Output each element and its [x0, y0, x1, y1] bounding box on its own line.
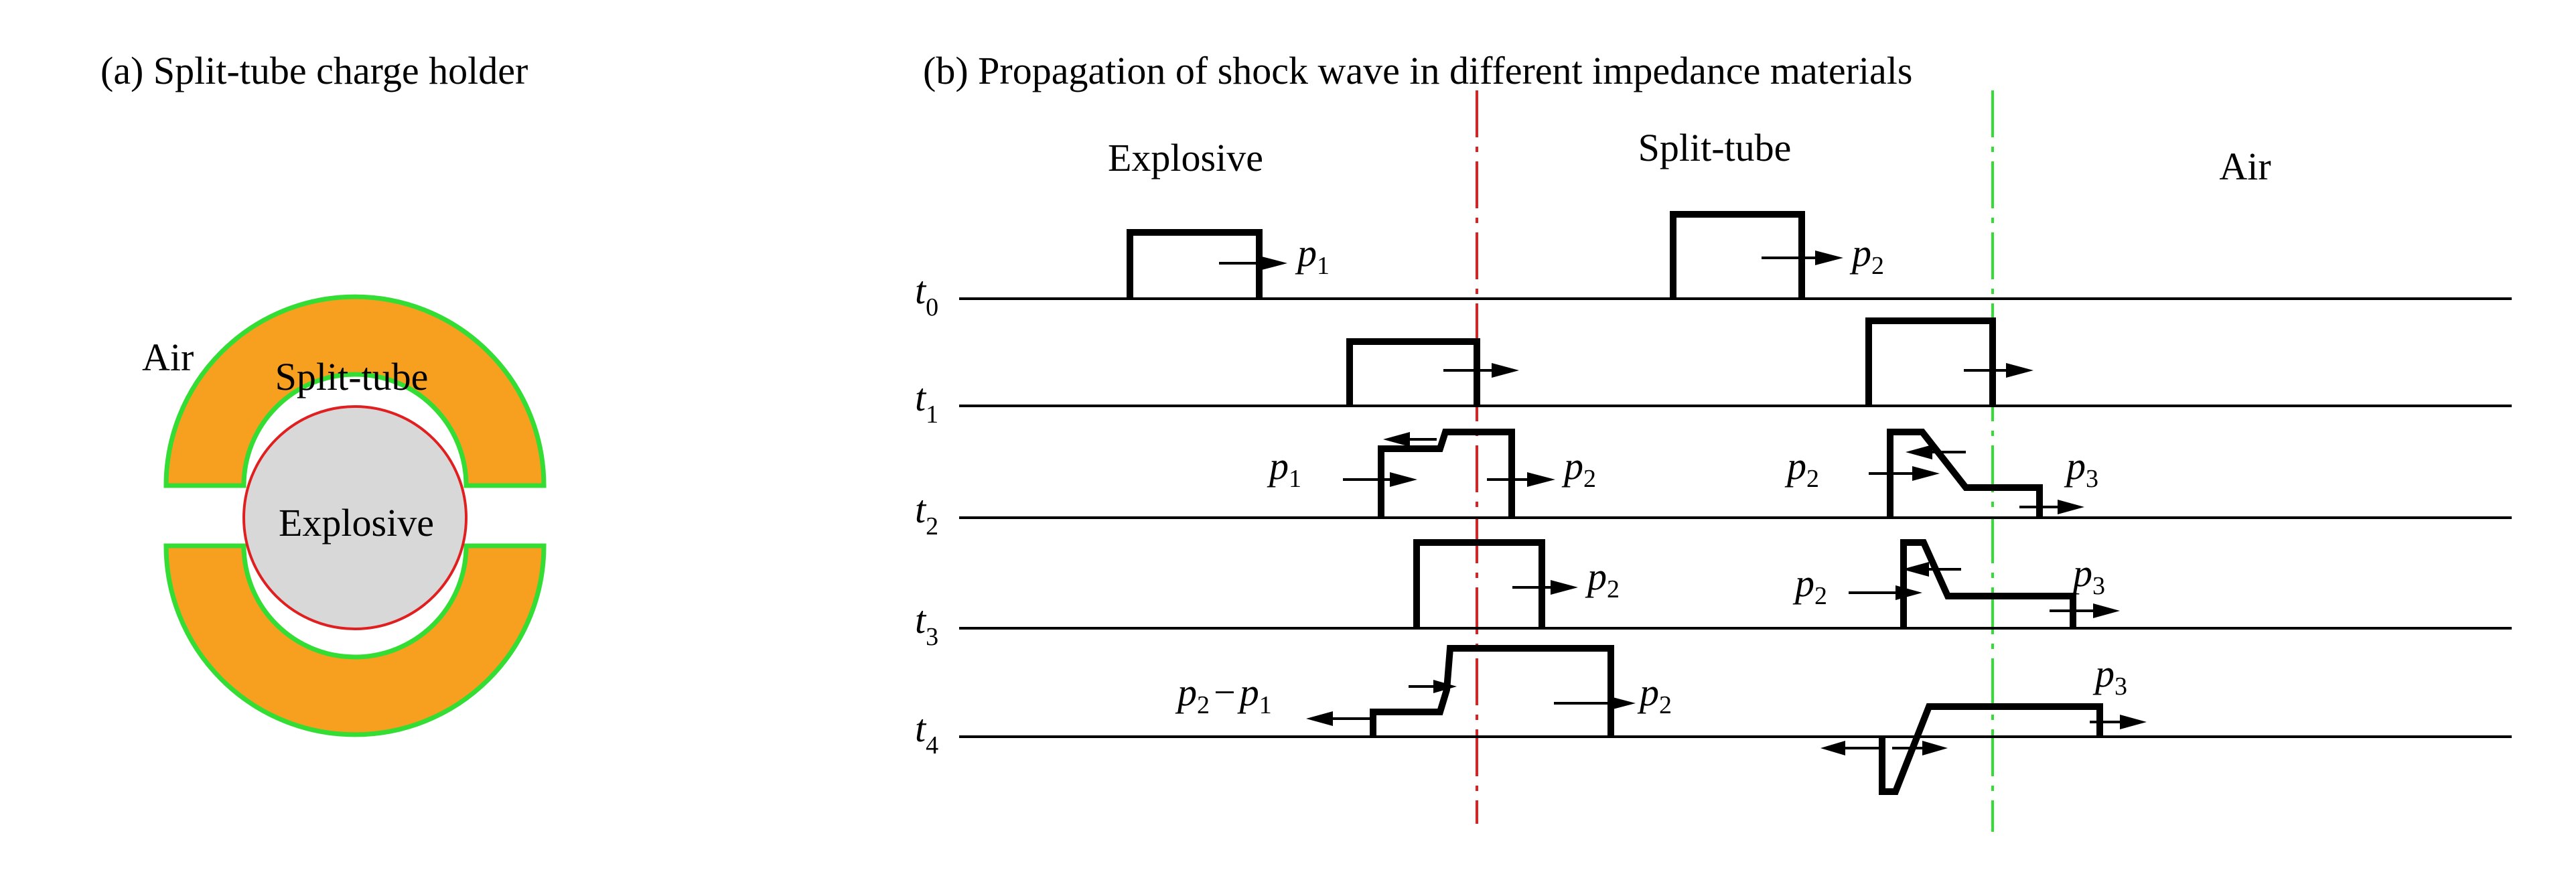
arrow-right-t0-tube [1762, 250, 1843, 265]
panel-a-title: (a) Split-tube charge holder [100, 49, 528, 92]
explosive-label: Explosive [279, 501, 434, 545]
panel-b-title: (b) Propagation of shock wave in differe… [923, 49, 1912, 92]
pulse-t1-tube [1865, 317, 1996, 406]
pulse-t2-explosive [1378, 429, 1515, 518]
pressure-labels: p1 p2 p1 p2 p2 p3 p2 p2 p3 p2−p1 p2 p3 [1175, 231, 2127, 719]
arrows [1219, 250, 2147, 755]
arrow-right-t1-tube [1964, 363, 2033, 378]
time-label-t0: t0 [915, 269, 938, 321]
arrow-right-t2-air [2019, 500, 2084, 514]
arrow-right-t4-interface [1409, 680, 1457, 693]
pressure-label-t2-p2: p2 [1561, 444, 1596, 493]
region-explosive-label: Explosive [1108, 136, 1263, 179]
split-tube-label: Split-tube [275, 355, 429, 398]
region-air-label: Air [2219, 145, 2271, 188]
pressure-label-t0-p2: p2 [1849, 231, 1884, 280]
arrow-left-t2-tube [1906, 445, 1966, 459]
pulse-t1-explosive [1346, 338, 1480, 406]
split-tube-lower-half [163, 543, 547, 737]
time-label-t1: t1 [915, 376, 938, 429]
arrow-right-t1-explosive [1443, 363, 1519, 378]
arrow-left-t4-tube [1820, 741, 1882, 755]
pressure-label-t4-p2-minus-p1: p2−p1 [1175, 670, 1272, 719]
pulse-t2-tube [1887, 429, 2043, 518]
arrow-right-t4-tube [1892, 741, 1948, 755]
time-label-t4: t4 [915, 707, 938, 759]
arrow-left-t2-explosive [1383, 432, 1437, 447]
pressure-label-t4-p2: p2 [1637, 670, 1672, 719]
pressure-label-t2-tube-p2: p2 [1784, 444, 1819, 493]
explosive-core [242, 405, 468, 630]
arrow-left-t4-explosive [1306, 711, 1370, 726]
arrow-right-t2-incident [1343, 472, 1417, 487]
arrow-right-t3-air [2050, 603, 2120, 618]
time-label-t2: t2 [915, 488, 938, 540]
pressure-label-t2-p3: p3 [2064, 444, 2098, 493]
time-axes [959, 297, 2512, 738]
arrow-right-t3-tube-incident [1849, 585, 1922, 600]
pulse-t0-explosive [1127, 229, 1263, 299]
arrow-right-t2-tube-incident [1869, 466, 1940, 481]
air-label: Air [142, 336, 194, 379]
pressure-label-t3-tube-p2: p2 [1792, 561, 1827, 610]
arrow-right-t4-explosive [1554, 696, 1636, 711]
pressure-label-t2-p1: p1 [1267, 444, 1301, 493]
pulse-t3-tube [1900, 539, 2076, 628]
pressure-label-t0-p1: p1 [1295, 231, 1330, 280]
time-label-t3: t3 [915, 598, 938, 651]
region-split-tube-label: Split-tube [1638, 126, 1792, 169]
pressure-label-t4-p3: p3 [2092, 652, 2127, 701]
arrow-right-t4-air [2090, 715, 2147, 729]
split-tube-upper-half [163, 294, 547, 488]
panel-a: (a) Split-tube charge holder Air Split-t… [100, 49, 547, 737]
arrow-right-t3-explosive [1512, 580, 1578, 595]
arrow-right-t2-transmitted [1487, 472, 1555, 487]
time-labels: t0 t1 t2 t3 t4 [915, 269, 938, 759]
arrow-right-t0-explosive [1219, 256, 1287, 271]
pulse-t3-explosive [1413, 539, 1545, 628]
panel-b: (b) Propagation of shock wave in differe… [915, 49, 2512, 832]
arrow-left-t3-tube [1902, 562, 1961, 577]
pulse-t4-explosive [1370, 645, 1614, 737]
pressure-label-t3-p3: p3 [2070, 551, 2105, 600]
pressure-label-t3-p2: p2 [1585, 555, 1620, 603]
